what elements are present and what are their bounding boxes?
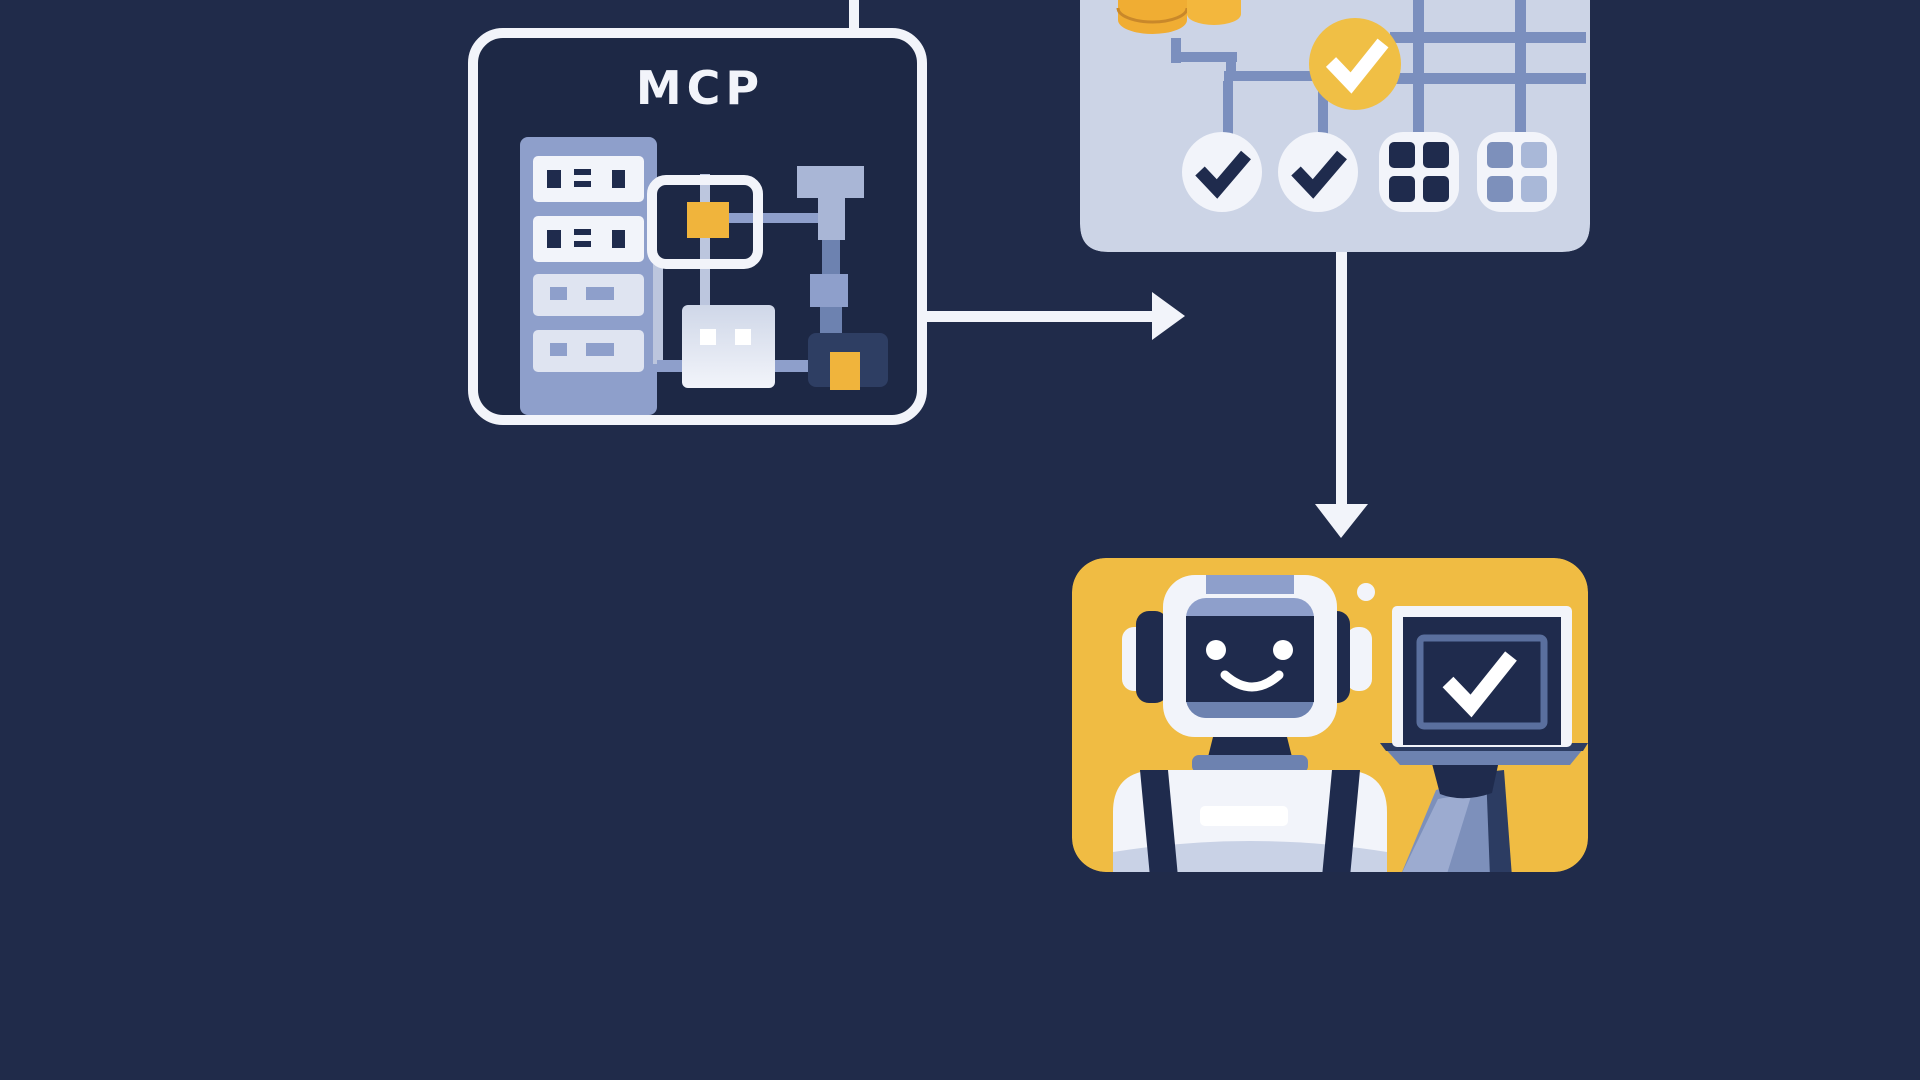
- robot-hand: [1430, 756, 1500, 799]
- node-square: [810, 274, 848, 307]
- check-circle-icon: [1278, 132, 1358, 212]
- circuit-nodes-icon: [647, 166, 888, 390]
- circuit-outline-node: [647, 175, 763, 269]
- rack-slot: [533, 216, 644, 262]
- grid-tile-light-icon: [1477, 132, 1557, 212]
- circuit-line: [729, 213, 829, 223]
- gold-node-square: [687, 202, 729, 238]
- circuit-line: [822, 240, 840, 274]
- assets-panel: [1080, 0, 1590, 252]
- circuit-line: [653, 264, 663, 364]
- mcp-label: MCP: [636, 61, 764, 115]
- chip-icon: [682, 305, 775, 388]
- robot-chest-panel: [1200, 806, 1288, 826]
- rack-slot: [533, 330, 644, 372]
- circuit-line: [657, 360, 685, 372]
- flow-tree-lines: [1171, 38, 1330, 135]
- t-node: [797, 166, 864, 240]
- sparkle-dot: [1357, 583, 1375, 601]
- robot-smile: [1220, 670, 1284, 692]
- table-grid-lines: [1390, 0, 1586, 135]
- robot-collar: [1192, 755, 1308, 773]
- robot-card: [1072, 558, 1588, 872]
- circuit-line: [775, 360, 809, 372]
- top-connector-line: [849, 0, 859, 42]
- robot-face-icon: [1113, 575, 1387, 872]
- rack-slot: [533, 156, 644, 202]
- coin-stack-icon: [1116, 0, 1241, 34]
- robot-head-hatch: [1206, 575, 1294, 594]
- robot-eye: [1206, 640, 1226, 660]
- mcp-box: MCP: [468, 28, 927, 425]
- circuit-line: [820, 307, 842, 335]
- laptop-checkmark: [1442, 651, 1517, 718]
- robot-strap: [1140, 770, 1178, 872]
- check-circle-icon: [1182, 132, 1262, 212]
- circuit-line: [700, 174, 710, 308]
- gold-node-square: [830, 352, 860, 390]
- robot-eye: [1273, 640, 1293, 660]
- server-rack-icon: [520, 137, 657, 415]
- arrow-right-icon: [922, 292, 1185, 340]
- robot-strap: [1322, 770, 1360, 872]
- grid-tile-dark-icon: [1379, 132, 1459, 212]
- arrow-down-icon: [1315, 252, 1368, 538]
- robot-ear-right: [1346, 627, 1372, 691]
- gold-check-circle-icon: [1309, 18, 1401, 110]
- rack-slot: [533, 274, 644, 316]
- laptop-check-icon: [1380, 606, 1588, 872]
